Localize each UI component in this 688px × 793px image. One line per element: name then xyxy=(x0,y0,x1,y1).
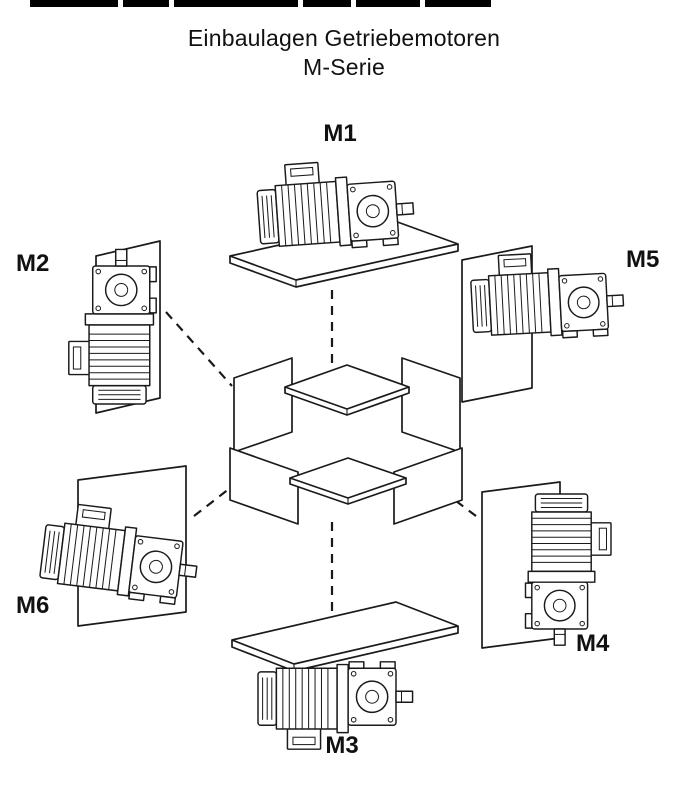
cube-bottom-plate xyxy=(289,457,407,499)
mounting-cube xyxy=(229,357,463,525)
motor-illustration-m2 xyxy=(68,248,157,405)
title-line-2: M-Serie xyxy=(303,54,385,80)
cube-panel-lower-left xyxy=(229,447,299,525)
strip-segment xyxy=(425,0,491,7)
label-m5: M5 xyxy=(626,246,660,273)
strip-segment xyxy=(30,0,118,7)
label-m6: M6 xyxy=(16,592,50,619)
label-m2: M2 xyxy=(16,250,50,277)
strip-segment xyxy=(123,0,169,7)
cube-panel-upper-left xyxy=(233,357,293,453)
label-m1: M1 xyxy=(323,120,357,147)
strip-segment xyxy=(303,0,351,7)
position-m5 xyxy=(461,245,626,403)
strip-segment xyxy=(356,0,420,7)
diagram-title: Einbaulagen Getriebemotoren M-Serie xyxy=(0,24,688,82)
motor-illustration-m4 xyxy=(524,493,612,646)
label-m4: M4 xyxy=(576,630,610,657)
position-m4 xyxy=(481,481,612,649)
cube-top-plate xyxy=(284,364,410,410)
motor-illustration-m1 xyxy=(254,155,417,255)
title-line-1: Einbaulagen Getriebemotoren xyxy=(187,25,501,51)
connector-line-m2 xyxy=(165,311,233,387)
cube-panel-lower-right xyxy=(393,447,463,525)
cropped-text-strip xyxy=(30,0,491,7)
strip-segment xyxy=(174,0,298,7)
label-m3: M3 xyxy=(325,732,359,759)
mounting-plate-m3 xyxy=(231,601,459,665)
position-m6 xyxy=(37,465,204,627)
position-m3 xyxy=(231,601,459,750)
cube-panel-upper-right xyxy=(401,357,461,453)
position-m1 xyxy=(229,155,459,288)
position-m2 xyxy=(68,240,161,414)
